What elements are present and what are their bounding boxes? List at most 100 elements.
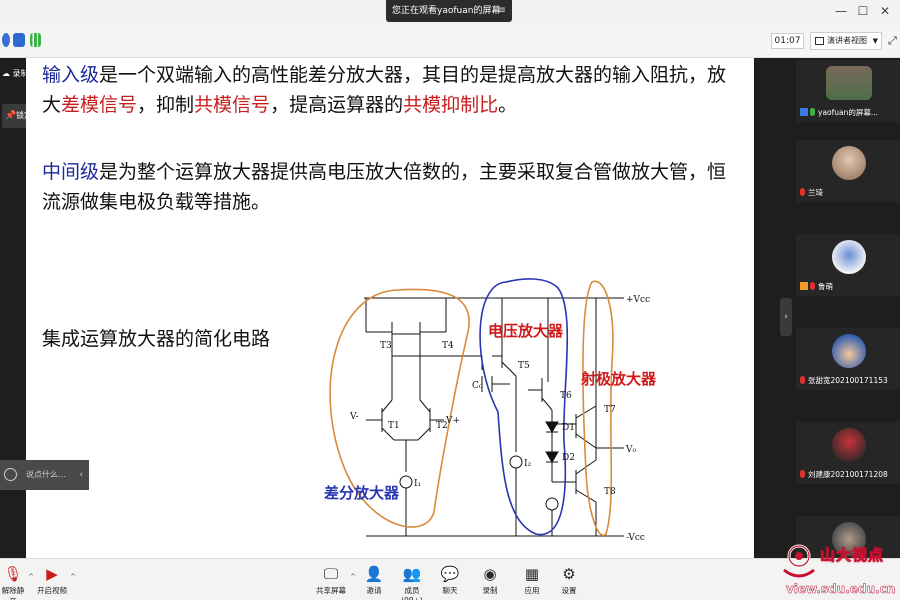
middle-stage-term: 中间级 [42, 161, 100, 183]
label-cap: C₀ [472, 381, 483, 391]
chat-icon: 💬 [440, 565, 460, 583]
label-t6: T6 [560, 391, 572, 401]
members-label: 成员(99+) [401, 586, 423, 600]
pin-icon: 📌 [5, 111, 17, 121]
label-vcc-negative: -Vcc [626, 533, 645, 543]
chevron-up-icon[interactable]: ^ [350, 573, 356, 581]
share-banner-text: 您正在观看yaofuan的屏幕 [392, 6, 501, 16]
mic-on-icon [810, 108, 815, 116]
emitter-amp-annotation: 射极放大器 [580, 370, 656, 388]
members-icon: 👥 [402, 565, 422, 583]
participant-name: 鲁萌 [800, 281, 833, 292]
watermark-logo-icon [783, 544, 815, 578]
emoji-icon[interactable] [4, 468, 17, 481]
apps-label: 应用 [524, 586, 540, 595]
label-t4: T4 [442, 341, 454, 351]
host-badge-icon [800, 108, 808, 116]
opamp-circuit-diagram: +Vcc -Vcc V- V+ V₀ C₀ T1 T2 T3 T4 T5 T6 … [324, 278, 656, 543]
meeting-timer: 01:07 [771, 33, 804, 49]
para2-text: 是为整个运算放大器提供高电压放大倍数的，主要采取复合管做放大管，恒流源做集电极负… [42, 161, 727, 213]
label-d2: D2 [562, 453, 575, 463]
para1-red2: 共模信号 [194, 94, 271, 116]
participant-tile[interactable]: 兰琦 [796, 140, 900, 202]
info-icon[interactable] [2, 33, 10, 47]
share-screen-button[interactable]: 🖵 共享屏幕 ^ [314, 563, 356, 596]
participant-tile[interactable]: yaofuan的屏幕... [796, 60, 900, 122]
record-indicator[interactable]: ☁ 录制中 [2, 68, 37, 79]
menu-icon[interactable]: ≡ [497, 5, 506, 16]
meeting-toolbar: 01:07 演讲者视图 ▼ ⤢ [0, 24, 900, 58]
para1-red3: 共模抑制比 [403, 94, 499, 116]
fullscreen-icon[interactable]: ⤢ [888, 34, 897, 47]
avatar [832, 522, 866, 556]
chat-placeholder: 说点什么... [26, 470, 66, 479]
watermark-url: view.sdu.edu.cn [786, 582, 896, 597]
diff-amp-annotation: 差分放大器 [324, 484, 400, 502]
invite-button[interactable]: 👤 邀请 [362, 563, 386, 596]
participant-tile[interactable]: 鲁萌 [796, 234, 900, 296]
members-button[interactable]: 👥 成员(99+) [394, 563, 430, 600]
participant-name: 兰琦 [800, 187, 823, 198]
diff-amp-annotation-loop [329, 288, 470, 528]
screen-share-icon: 🖵 [323, 565, 339, 583]
close-icon[interactable]: ✕ [879, 4, 891, 18]
label-i1: I₁ [414, 479, 421, 489]
avatar [832, 240, 866, 274]
gear-icon: ⚙ [562, 565, 576, 583]
settings-button[interactable]: ⚙ 设置 [557, 563, 581, 596]
camera-off-icon: ▶ [46, 565, 58, 583]
label-vcc-positive: +Vcc [626, 295, 650, 305]
input-stage-paragraph: 输入级是一个双端输入的高性能差分放大器，其目的是提高放大器的输入阻抗，放大差模信… [42, 60, 742, 120]
voltage-amp-annotation: 电压放大器 [488, 322, 564, 340]
watermark-name: 山大视点 [820, 546, 885, 565]
middle-stage-paragraph: 中间级是为整个运算放大器提供高电压放大倍数的，主要采取复合管做放大管，恒流源做集… [42, 157, 742, 217]
chat-button[interactable]: 💬 聊天 [438, 563, 462, 596]
view-mode-label: 演讲者视图 [827, 36, 867, 45]
mute-button[interactable]: 🎙 解除静音 ^ [0, 563, 34, 600]
shared-slide: 输入级是一个双端输入的高性能差分放大器，其目的是提高放大器的输入阻抗，放大差模信… [26, 58, 754, 558]
mic-muted-icon [800, 188, 805, 196]
chevron-up-icon[interactable]: ^ [70, 573, 76, 581]
view-mode-select[interactable]: 演讲者视图 ▼ [810, 32, 882, 50]
label-vout: V₀ [625, 445, 636, 455]
video-label: 开启视频 [37, 586, 67, 595]
mic-off-icon: 🎙 [3, 565, 23, 583]
chat-input[interactable]: 说点什么... ‹ [0, 460, 89, 490]
participant-tile[interactable]: 张甜宽202100171153 [796, 328, 900, 390]
cohost-badge-icon [800, 282, 808, 290]
collapse-gallery-handle[interactable]: › [780, 298, 792, 336]
invite-label: 邀请 [366, 586, 382, 595]
participant-name: 张甜宽202100171153 [800, 375, 888, 386]
input-stage-term: 输入级 [42, 64, 100, 86]
meeting-controls: 🎙 解除静音 ^ ▶ 开启视频 ^ 🖵 共享屏幕 ^ 👤 邀请 👥 成员(99+… [0, 558, 900, 600]
label-vin-negative: V- [349, 412, 359, 422]
shield-icon[interactable] [13, 33, 25, 47]
title-bar: 您正在观看yaofuan的屏幕 ≡ — ☐ ✕ [0, 0, 900, 24]
chevron-up-icon[interactable]: ^ [28, 573, 34, 581]
participant-tile[interactable] [796, 516, 900, 558]
label-t3: T3 [380, 341, 392, 351]
circuit-title: 集成运算放大器的简化电路 [42, 328, 271, 350]
label-i2: I₂ [524, 459, 532, 469]
screen-share-banner[interactable]: 您正在观看yaofuan的屏幕 ≡ [386, 0, 512, 22]
label-t5: T5 [518, 361, 530, 371]
para1-text1: 是一个双端输入的高性能差分放大器，其目的是提高放大器的输入阻抗，放大 [42, 64, 727, 116]
chevron-down-icon: ▼ [872, 37, 878, 45]
record-button[interactable]: ◉ 录制 [478, 563, 502, 596]
video-button[interactable]: ▶ 开启视频 ^ [36, 563, 76, 596]
participant-name: 刘建康202100171208 [800, 469, 888, 480]
para1-text2: ，抑制 [137, 94, 195, 116]
record-label: 录制 [482, 586, 498, 595]
chevron-left-icon[interactable]: ‹ [79, 470, 83, 480]
minimize-icon[interactable]: — [835, 4, 847, 18]
maximize-icon[interactable]: ☐ [857, 4, 869, 18]
apps-button[interactable]: ▦ 应用 [520, 563, 544, 596]
record-icon: ◉ [483, 565, 497, 583]
para1-text4: 。 [498, 94, 518, 116]
participant-name: yaofuan的屏幕... [800, 107, 878, 118]
participant-tile[interactable]: 刘建康202100171208 [796, 422, 900, 484]
para1-text3: ，提高运算器的 [270, 94, 404, 116]
signal-icon[interactable] [30, 33, 41, 47]
chat-label: 聊天 [442, 586, 458, 595]
